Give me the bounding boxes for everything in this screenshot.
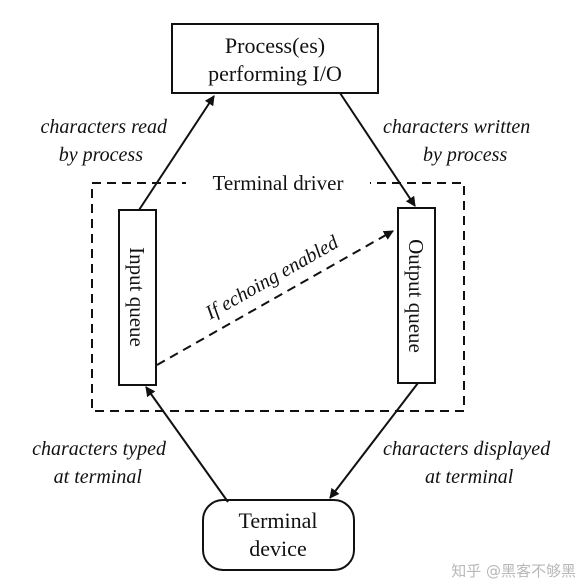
edge-label-written-line1: characters written: [383, 116, 530, 138]
edge-label-displayed-line1: characters displayed: [383, 438, 551, 460]
edge-label-read-line2: by process: [59, 144, 143, 166]
output-queue-label: Output queue: [404, 239, 428, 353]
edge-label-echo: If echoing enabled: [201, 231, 343, 325]
arrow-input-to-process: [138, 95, 215, 211]
arrow-process-to-output: [339, 92, 416, 207]
terminal-driver-label-bg: [186, 170, 370, 196]
process-label-line2: performing I/O: [208, 61, 342, 86]
arrow-output-to-device: [329, 382, 419, 499]
terminal-device-label-line1: Terminal: [238, 508, 317, 533]
process-label-line1: Process(es): [225, 33, 325, 58]
terminal-device-label-line2: device: [249, 536, 306, 561]
output-queue-box: [397, 207, 436, 384]
arrow-echo: [156, 230, 394, 366]
edge-label-read-line1: characters read: [41, 116, 168, 138]
arrow-device-to-input: [145, 386, 229, 503]
edge-label-typed-line2: at terminal: [54, 466, 143, 488]
edge-label-displayed-line2: at terminal: [425, 466, 514, 488]
process-box: [171, 23, 379, 94]
edge-label-typed-line1: characters typed: [32, 438, 167, 460]
terminal-device-box: [202, 499, 355, 571]
input-queue-label: Input queue: [125, 247, 149, 347]
edge-label-written-line2: by process: [423, 144, 507, 166]
input-queue-box: [118, 209, 157, 386]
terminal-driver-label: Terminal driver: [213, 171, 344, 195]
watermark-text: 知乎 @黑客不够黑: [451, 562, 576, 580]
